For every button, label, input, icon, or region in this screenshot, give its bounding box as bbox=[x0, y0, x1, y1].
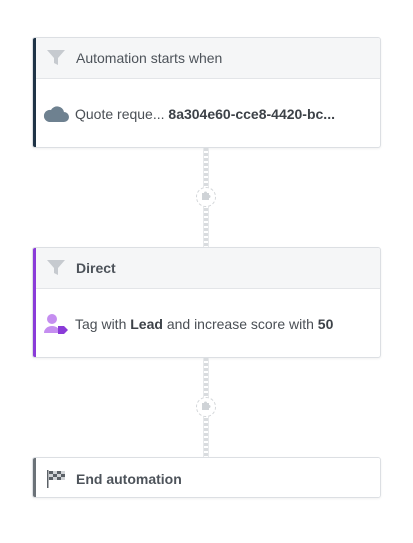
end-card-header: End automation bbox=[33, 458, 380, 497]
cloud-icon bbox=[43, 102, 69, 126]
end-card[interactable]: End automation bbox=[32, 457, 381, 498]
add-step-button[interactable] bbox=[196, 187, 216, 207]
action-card-body[interactable]: Tag with Lead and increase score with 50 bbox=[33, 289, 380, 357]
user-tag-icon bbox=[43, 312, 69, 336]
action-score: 50 bbox=[317, 316, 334, 332]
action-text-2: and increase score with bbox=[166, 316, 314, 332]
action-tag: Lead bbox=[130, 316, 163, 332]
add-step-button[interactable] bbox=[196, 397, 216, 417]
action-header-label: Direct bbox=[76, 260, 116, 276]
filter-icon bbox=[45, 47, 67, 69]
trigger-card[interactable]: Automation starts when Quote reque... 8a… bbox=[32, 37, 381, 148]
trigger-source-prefix: Quote reque... bbox=[75, 106, 165, 122]
action-text-1: Tag with bbox=[75, 316, 127, 332]
puzzle-plus-icon bbox=[200, 188, 212, 206]
checkered-flag-icon bbox=[45, 468, 67, 490]
trigger-header-label: Automation starts when bbox=[76, 50, 223, 66]
trigger-card-header: Automation starts when bbox=[33, 38, 380, 79]
filter-icon bbox=[45, 257, 67, 279]
end-header-label: End automation bbox=[76, 470, 182, 487]
trigger-card-body[interactable]: Quote reque... 8a304e60-cce8-4420-bc... bbox=[33, 79, 380, 147]
trigger-source-id: 8a304e60-cce8-4420-bc... bbox=[168, 106, 335, 122]
action-card-header: Direct bbox=[33, 248, 380, 289]
action-card[interactable]: Direct Tag with Lead and increase score … bbox=[32, 247, 381, 358]
puzzle-plus-icon bbox=[200, 398, 212, 416]
